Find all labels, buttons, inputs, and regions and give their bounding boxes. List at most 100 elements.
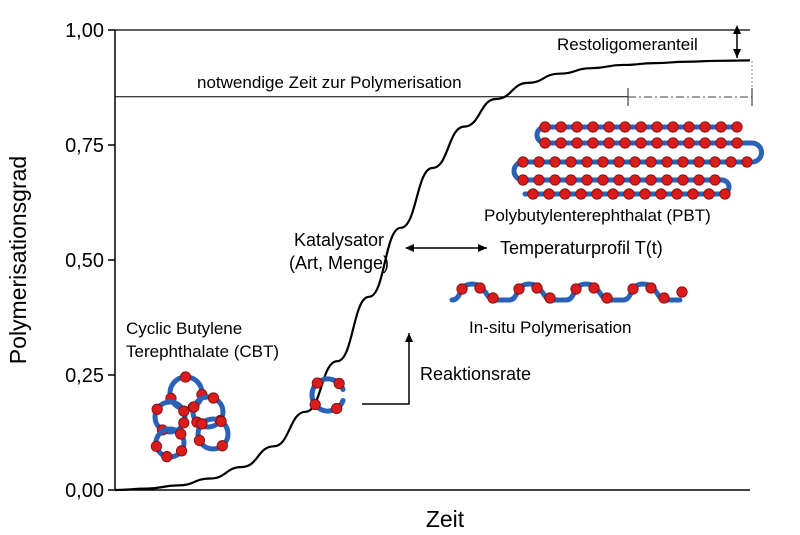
bead [151, 403, 163, 415]
bead [629, 156, 641, 168]
reference-lines [115, 29, 750, 98]
reaktionsrate-label: Reaktionsrate [420, 364, 531, 384]
bead [559, 188, 571, 200]
bead [565, 174, 577, 186]
bead [661, 156, 673, 168]
bead [487, 292, 499, 304]
bead [539, 121, 551, 133]
bead [581, 156, 593, 168]
bead [555, 137, 567, 149]
bead [571, 137, 583, 149]
cbt-ring-cluster [150, 371, 231, 463]
bead [619, 137, 631, 149]
bead [517, 174, 529, 186]
bead [655, 188, 667, 200]
bead [693, 174, 705, 186]
bead [607, 188, 619, 200]
bead [715, 121, 727, 133]
bead [645, 282, 657, 294]
bead [683, 121, 695, 133]
ring-backbone [152, 399, 188, 435]
bead [627, 283, 639, 295]
polymerisation-curve [114, 59, 751, 492]
bead [731, 121, 743, 133]
y-tick-label: 0,00 [65, 480, 104, 502]
bead [178, 417, 190, 429]
y-tick-label: 1,00 [65, 20, 104, 42]
bead [544, 292, 556, 304]
bead [533, 156, 545, 168]
bead [699, 121, 711, 133]
bead [456, 283, 468, 295]
reaktionsrate-arrow [362, 333, 413, 405]
bead [150, 440, 163, 452]
bead [533, 174, 545, 186]
bead [719, 188, 731, 200]
bead [591, 188, 603, 200]
bead [645, 156, 657, 168]
bead [613, 156, 625, 168]
bead [651, 121, 663, 133]
bead [175, 428, 187, 440]
bead [215, 415, 227, 427]
y-tick-label: 0,25 [65, 365, 104, 387]
y-tick-label: 0,75 [65, 135, 104, 157]
bead [570, 283, 582, 295]
temperatur-label: Temperaturprofil T(t) [500, 238, 663, 258]
bead [531, 282, 543, 294]
bead [658, 292, 670, 304]
bead [193, 434, 206, 447]
bead [543, 188, 555, 200]
cbt-single-ring [309, 376, 346, 415]
bead [575, 188, 587, 200]
bead [715, 137, 727, 149]
bead [188, 401, 200, 413]
bead [527, 188, 539, 200]
bead [677, 174, 689, 186]
insitu-label: In-situ Polymerisation [469, 318, 632, 337]
pbt-label: Polybutylenterephthalat (PBT) [484, 206, 711, 225]
bead [693, 156, 705, 168]
polymerisation-time-label: notwendige Zeit zur Polymerisation [197, 73, 462, 92]
bead [513, 283, 525, 295]
bead [587, 137, 599, 149]
bead [581, 174, 593, 186]
ring-backbone [195, 416, 231, 452]
bead [687, 188, 699, 200]
bead [161, 451, 173, 463]
restoligomer-label: Restoligomeranteil [557, 35, 698, 54]
bead [677, 156, 689, 168]
bead [635, 137, 647, 149]
bead [731, 137, 743, 149]
bead [619, 121, 631, 133]
bead [333, 377, 345, 390]
bead [309, 398, 321, 411]
bead [709, 174, 721, 186]
pbt-chain [511, 121, 764, 200]
bead [597, 174, 609, 186]
bead [703, 188, 715, 200]
bead [725, 156, 737, 168]
bead [645, 174, 657, 186]
bead [179, 371, 192, 383]
bead [676, 286, 688, 298]
bead [629, 174, 641, 186]
bead [207, 392, 220, 404]
insitu-helix [449, 281, 688, 304]
katalysator-label: Katalysator [294, 230, 384, 250]
bead [667, 137, 679, 149]
bead [216, 440, 228, 452]
bead [603, 137, 615, 149]
bead [549, 156, 561, 168]
bead [565, 156, 577, 168]
cbt-label-line1: Cyclic Butylene [126, 319, 242, 338]
bead [603, 121, 615, 133]
bead [699, 137, 711, 149]
katalysator-sub-label: (Art, Menge) [289, 253, 389, 273]
y-ticks: 0,000,250,500,751,00 [65, 20, 115, 502]
bead [671, 188, 683, 200]
bead [601, 292, 613, 304]
bead [597, 156, 609, 168]
bead [709, 156, 721, 168]
